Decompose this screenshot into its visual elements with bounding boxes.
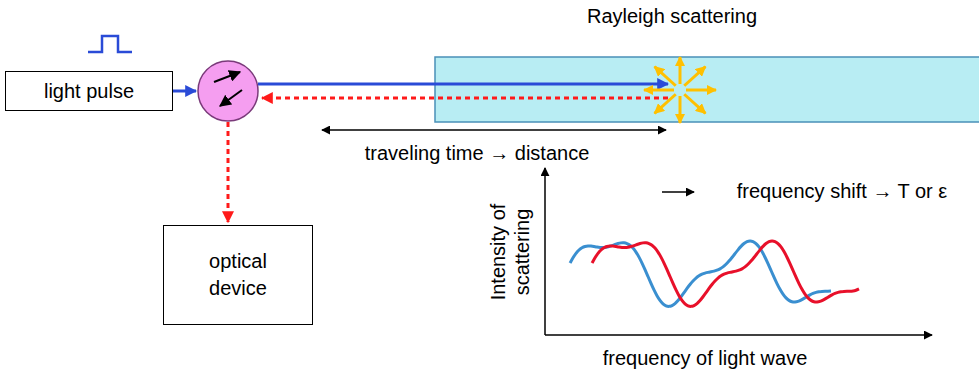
x-axis: [545, 334, 932, 336]
scattering-ray: [679, 57, 682, 84]
scattering-ray: [655, 94, 676, 113]
scattering-ray: [684, 67, 705, 86]
axis-label: frequency of light wave: [603, 346, 808, 370]
circulator-arrow: [214, 72, 240, 82]
input-arrow: [173, 90, 196, 93]
backscatter-light: [262, 97, 668, 100]
circulator-arrow: [220, 90, 242, 106]
box-label: optical device: [183, 248, 293, 302]
shift-arrow: [662, 191, 694, 193]
scattering-ray: [686, 89, 716, 92]
forward-light: [258, 83, 668, 86]
backscatter-output: [227, 122, 230, 222]
detector-box: optical device: [163, 225, 313, 325]
pulse-symbol: [88, 36, 132, 52]
shift-label: frequency shift → T or ε: [737, 179, 948, 203]
source-box: light pulse: [5, 71, 173, 111]
box-label: light pulse: [44, 78, 134, 105]
distance-arrow: [322, 129, 666, 131]
shifted-spectrum: [592, 241, 859, 306]
axis-label: Intensity of scattering: [486, 187, 534, 317]
scattering-star: [644, 57, 716, 123]
scattering-ray: [644, 89, 674, 92]
spectra: [570, 241, 859, 306]
circulator: [198, 61, 258, 121]
scattering-ray: [684, 94, 705, 113]
y-axis: [544, 168, 546, 335]
effect-label: Rayleigh scattering: [587, 4, 757, 28]
reference-spectrum: [570, 241, 831, 306]
scattering-ray: [655, 67, 676, 86]
distance-label: traveling time → distance: [365, 141, 590, 165]
optical-fiber: [435, 57, 979, 122]
scattering-ray: [679, 96, 682, 123]
